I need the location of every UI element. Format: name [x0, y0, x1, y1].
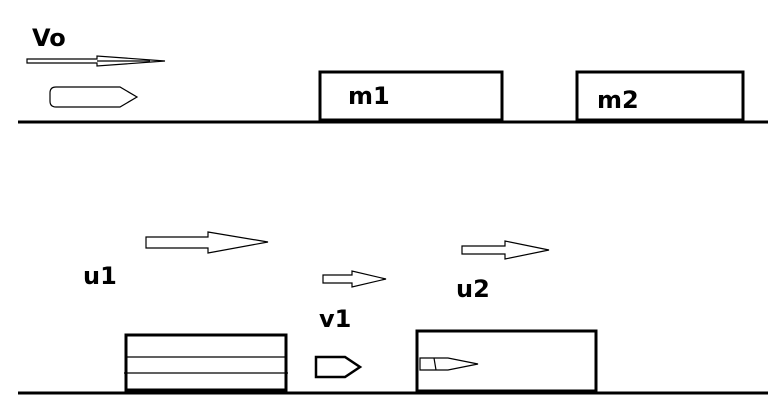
bullet-before [49, 86, 139, 108]
label-u2: u2 [456, 275, 490, 303]
block-m1-after [124, 333, 288, 392]
label-v0: Vo [32, 24, 66, 52]
label-v1: v1 [319, 305, 351, 333]
velocity-arrow-v1 [322, 270, 387, 288]
velocity-arrow-u1 [145, 231, 269, 254]
bullet-after [314, 355, 363, 379]
velocity-arrow-v0 [26, 55, 166, 67]
bullet-embedded-mark [433, 357, 437, 371]
label-m2: m2 [597, 86, 639, 114]
label-m1: m1 [348, 82, 390, 110]
velocity-arrow-u2 [461, 240, 550, 260]
block-m1 [318, 70, 504, 122]
scene-before: Vo m1 m2 [18, 24, 768, 124]
block-m2 [575, 70, 745, 122]
scene-after: u1 v1 u2 [18, 231, 768, 395]
label-u1: u1 [83, 262, 117, 290]
